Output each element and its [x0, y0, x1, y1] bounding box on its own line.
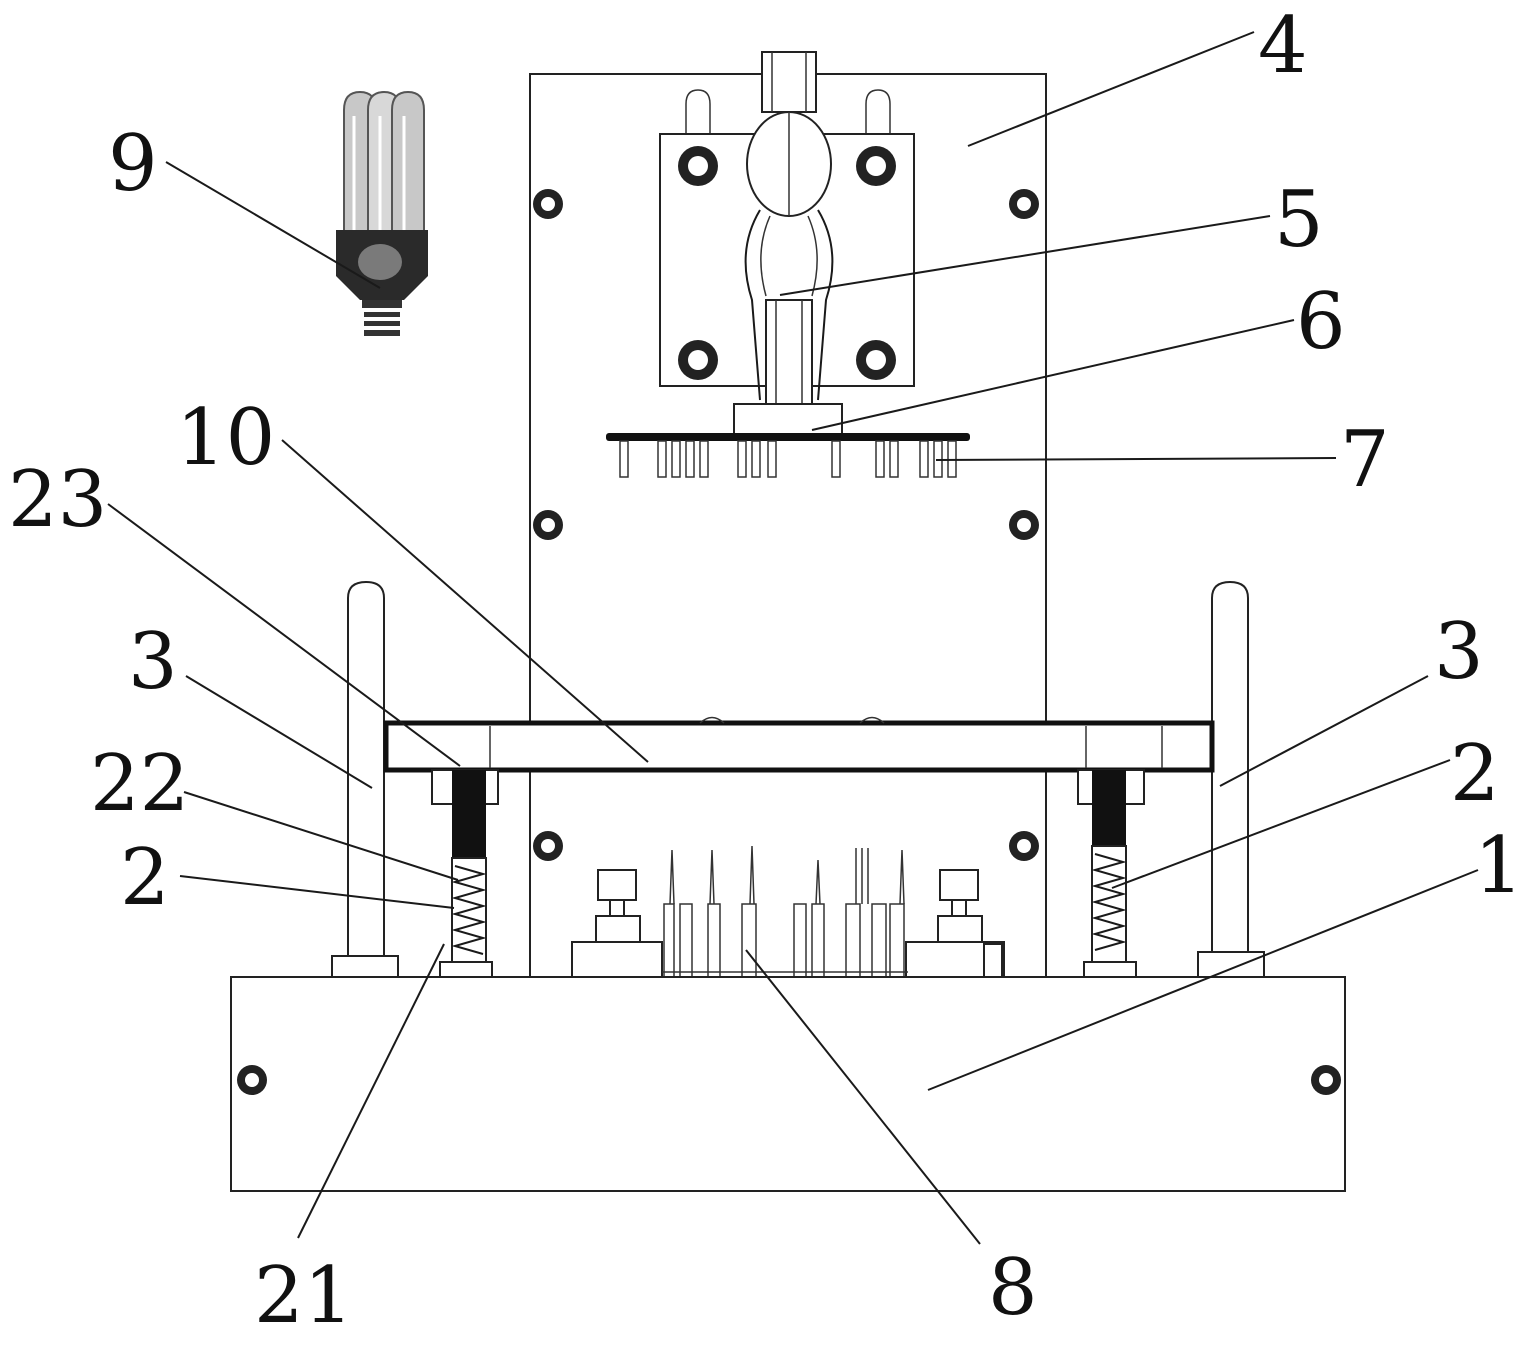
label-22: 22 [90, 739, 189, 829]
label-2-right: 2 [1450, 729, 1500, 819]
press-block [733, 403, 843, 437]
guide-post-right [1211, 580, 1249, 956]
label-6: 6 [1296, 277, 1346, 367]
label-10: 10 [176, 393, 275, 483]
label-23: 23 [8, 455, 107, 545]
pin-board [606, 433, 970, 441]
label-1: 1 [1474, 821, 1520, 911]
screw-icon [533, 831, 563, 861]
bolt-icon [856, 146, 896, 186]
spring-left [431, 769, 499, 979]
moving-plate [383, 720, 1215, 773]
label-5: 5 [1274, 175, 1324, 265]
lamp-bulb-icon [336, 90, 428, 336]
screw-icon [533, 189, 563, 219]
guide-post-base-left [331, 955, 399, 979]
screw-icon [1009, 510, 1039, 540]
label-21: 21 [254, 1251, 353, 1341]
label-3-right: 3 [1434, 607, 1484, 697]
label-2-left: 2 [120, 833, 170, 923]
spring-right [1077, 769, 1145, 979]
label-7: 7 [1340, 415, 1390, 505]
screw-icon [533, 510, 563, 540]
base-block [230, 976, 1346, 1192]
label-4: 4 [1258, 1, 1308, 91]
label-8: 8 [988, 1243, 1038, 1333]
bolt-icon [678, 146, 718, 186]
screw-icon [237, 1065, 267, 1095]
toggle-clamp [659, 51, 915, 405]
plate-screws [533, 189, 1039, 861]
guide-post-left [347, 580, 385, 956]
bolt-icon [678, 340, 718, 380]
screw-icon [1311, 1065, 1341, 1095]
screw-icon [1009, 189, 1039, 219]
leader-lines [107, 31, 1479, 1245]
bolt-icon [856, 340, 896, 380]
label-3-left: 3 [128, 617, 178, 707]
label-9: 9 [108, 119, 158, 209]
screw-icon [1009, 831, 1039, 861]
test-probes [571, 845, 1005, 979]
guide-post-base-right [1197, 951, 1265, 979]
